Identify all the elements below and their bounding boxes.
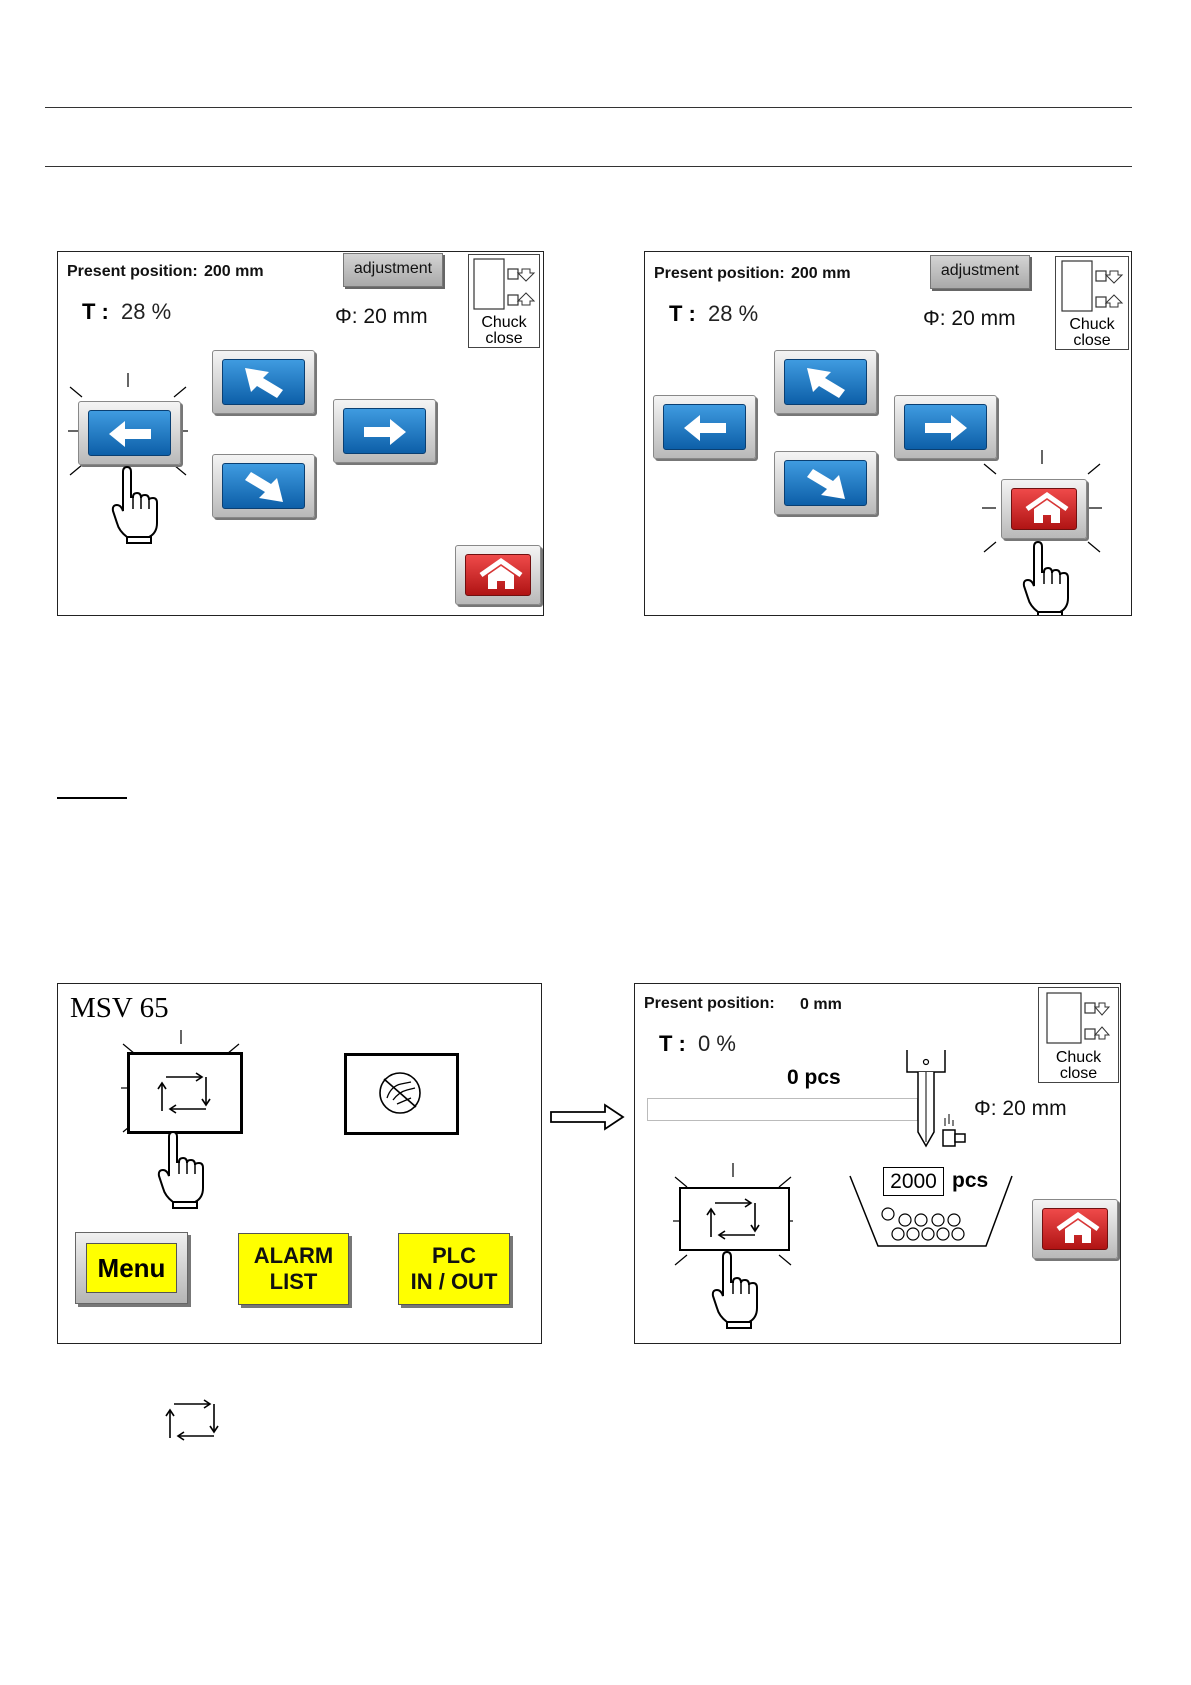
home-button[interactable] [1032,1199,1118,1259]
panel-adjust-home-pressed: Present position: 200 mm adjustment Chuc… [644,251,1132,616]
t-value: 28 % [708,301,758,327]
home-icon [1058,1215,1098,1245]
t-value: 28 % [121,299,171,325]
t-value: 0 % [698,1031,736,1057]
arrow-down-right-icon [807,469,847,499]
diameter-value: Φ: 20 mm [923,307,1016,331]
arrow-left-icon [684,415,728,441]
move-right-button[interactable] [333,399,436,463]
manual-disabled-button[interactable] [344,1053,459,1135]
move-down-right-button[interactable] [212,454,315,518]
position-value: 200 mm [204,263,264,281]
position-value: 200 mm [791,265,851,283]
move-left-button[interactable] [653,395,756,459]
move-up-left-button[interactable] [774,350,877,414]
cycle-icon [160,1075,210,1115]
position-label: Present position: [654,265,785,283]
automatic-cycle-button[interactable] [127,1052,243,1134]
chuck-icon [1062,261,1124,315]
cycle-icon [168,1402,226,1442]
arrow-right-icon [364,419,408,445]
pointing-hand-icon [1024,542,1070,616]
chuck-close-button[interactable]: Chuck close [1038,987,1119,1083]
move-right-button[interactable] [894,395,997,459]
header-rule-top [45,107,1132,108]
diameter-value: Φ: 20 mm [974,1097,1067,1121]
adjustment-button[interactable]: adjustment [930,255,1030,289]
chuck-label-line2: close [469,331,539,347]
home-button[interactable] [1001,479,1087,539]
produced-count: 0 pcs [787,1066,841,1090]
t-label: T : [669,301,696,327]
chuck-label-line1: Chuck [1056,317,1128,333]
menu-label: Menu [86,1243,177,1293]
section-underline [57,797,127,799]
cycle-icon [709,1201,759,1241]
automatic-cycle-button[interactable] [679,1187,790,1251]
home-icon [481,561,521,591]
arrow-up-left-icon [245,368,285,398]
chuck-close-button[interactable]: Chuck close [468,254,540,348]
panel-main-menu: MSV 65 Menu ALARM LIST PLC IN / OUT [57,983,542,1344]
home-icon [1027,495,1067,525]
pointing-hand-icon [113,467,159,545]
production-progress-bar [647,1098,918,1121]
transition-arrow-icon [549,1104,625,1130]
adjustment-button[interactable]: adjustment [343,253,443,287]
header-rule-bottom [45,166,1132,167]
position-label: Present position: [644,995,775,1013]
plc-label-line1: PLC [411,1243,498,1269]
t-label: T : [82,299,109,325]
parts-bin-icon [850,1174,1020,1254]
pointing-hand-icon [159,1132,205,1210]
arrow-up-left-icon [807,368,847,398]
t-label: T : [659,1031,686,1057]
position-label: Present position: [67,263,198,281]
panel-automatic-cycle: Present position: 0 mm Chuck close T : 0… [634,983,1121,1344]
move-down-right-button[interactable] [774,451,877,515]
chuck-label-line1: Chuck [469,315,539,331]
machine-title: MSV 65 [70,992,169,1025]
home-button[interactable] [455,545,541,605]
plc-label-line2: IN / OUT [411,1269,498,1295]
move-left-button[interactable] [78,401,181,465]
diameter-value: Φ: 20 mm [335,305,428,329]
position-value: 0 mm [800,996,842,1014]
chuck-icon [1047,993,1109,1047]
chuck-close-button[interactable]: Chuck close [1055,256,1129,350]
alarm-label-line2: LIST [254,1269,333,1295]
chuck-label-line2: close [1039,1066,1118,1082]
panel-adjust-left-pressed: Present position: 200 mm adjustment Chuc… [57,251,544,616]
alarm-list-button[interactable]: ALARM LIST [238,1233,349,1305]
chuck-icon [474,259,536,313]
pointing-hand-icon [713,1252,759,1330]
no-hand-icon [375,1070,425,1116]
arrow-left-icon [109,421,153,447]
menu-button[interactable]: Menu [75,1232,188,1304]
chuck-label-line2: close [1056,333,1128,349]
chuck-label-line1: Chuck [1039,1050,1118,1066]
arrow-right-icon [925,415,969,441]
drill-icon [905,1050,975,1150]
move-up-left-button[interactable] [212,350,315,414]
alarm-label-line1: ALARM [254,1243,333,1269]
arrow-down-right-icon [245,472,285,502]
plc-in-out-button[interactable]: PLC IN / OUT [398,1233,510,1305]
